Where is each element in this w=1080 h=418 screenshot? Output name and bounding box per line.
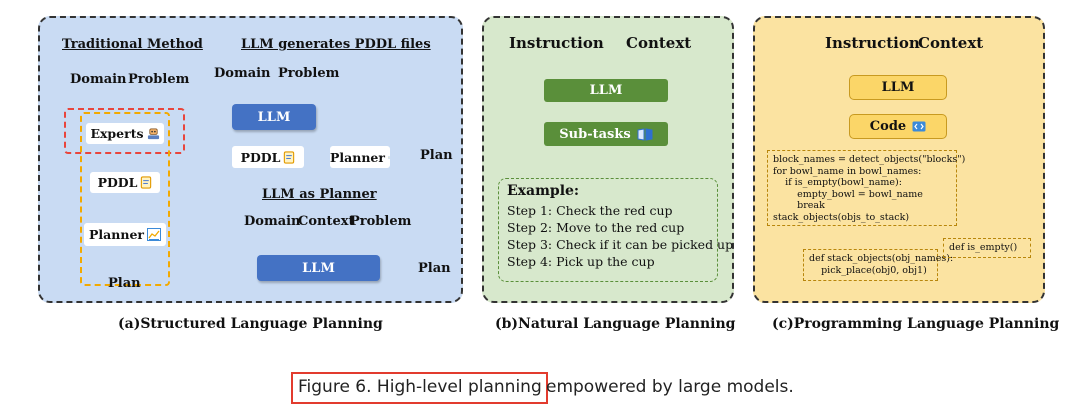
subtasks-box: Sub-tasks — [544, 122, 668, 146]
example-step: Step 1: Check the red cup — [507, 203, 673, 218]
traditional-title: Traditional Method — [62, 37, 203, 52]
context-label-b: Context — [626, 34, 692, 52]
experts-label: Experts — [90, 126, 144, 141]
chart-icon — [387, 156, 390, 158]
problem-label: Problem — [128, 72, 190, 87]
context-label-c: Context — [918, 34, 984, 52]
plan-label-pddl: Plan — [420, 148, 453, 163]
figure-caption-highlighted: Figure 6. High-level planning — [298, 377, 542, 397]
experts-highlight — [64, 108, 185, 154]
document-icon — [284, 150, 295, 164]
code-label: Code — [869, 119, 907, 134]
planner-label: Planner — [89, 227, 144, 242]
domain-label-2: Domain — [214, 66, 271, 81]
llm-box-pddl: LLM — [232, 104, 316, 130]
caption-a: (a)Structured Language Planning — [118, 316, 383, 332]
robot-expert-icon — [147, 128, 159, 140]
caption-c: (c)Programming Language Planning — [772, 316, 1060, 332]
chart-icon — [146, 228, 161, 241]
pddl-box: PDDL — [90, 172, 160, 193]
llm-planner-title: LLM as Planner — [262, 187, 377, 202]
experts-box: Experts — [86, 123, 164, 144]
code-box: Code — [849, 114, 947, 139]
llm-box-natural: LLM — [544, 79, 668, 102]
example-step: Step 4: Pick up the cup — [507, 254, 655, 269]
book-icon — [637, 127, 653, 141]
planner-box-2: Planner — [330, 146, 390, 168]
caption-highlight — [291, 372, 548, 404]
problem-label-3: Problem — [350, 214, 412, 229]
natural-panel — [482, 16, 734, 303]
pddl-box-2: PDDL — [232, 146, 304, 168]
caption-b: (b)Natural Language Planning — [495, 316, 736, 332]
llm-box-planner: LLM — [257, 255, 380, 281]
document-icon — [141, 176, 152, 189]
pddl-label: PDDL — [97, 175, 138, 190]
code-isempty-block: def is_empty() — [943, 238, 1031, 258]
llm-box-programming: LLM — [849, 75, 947, 100]
pddl-label-2: PDDL — [240, 149, 281, 165]
code-main-block: block_names = detect_objects("blocks") f… — [767, 150, 965, 226]
plan-label-traditional: Plan — [108, 276, 141, 291]
context-label: Context — [298, 214, 355, 229]
figure-caption-rest: empowered by large models. — [546, 377, 794, 397]
domain-label: Domain — [70, 72, 127, 87]
example-box: Example: Step 1: Check the red cup Step … — [498, 178, 734, 282]
programming-panel — [753, 16, 1045, 303]
traditional-highlight — [80, 112, 170, 286]
instruction-label-c: Instruction — [825, 34, 920, 52]
example-title: Example: — [507, 183, 580, 199]
plan-label-planner: Plan — [418, 261, 451, 276]
planner-label-2: Planner — [330, 149, 385, 165]
code-icon — [912, 121, 926, 132]
example-step: Step 2: Move to the red cup — [507, 220, 685, 235]
problem-label-2: Problem — [278, 66, 340, 81]
planner-box: Planner — [84, 223, 166, 246]
code-stack-block: def stack_objects(obj_names): pick_place… — [803, 249, 953, 281]
subtasks-label: Sub-tasks — [559, 126, 631, 142]
domain-label-3: Domain — [244, 214, 301, 229]
llm-pddl-title: LLM generates PDDL files — [241, 37, 431, 52]
example-step: Step 3: Check if it can be picked up — [507, 237, 734, 252]
instruction-label-b: Instruction — [509, 34, 604, 52]
